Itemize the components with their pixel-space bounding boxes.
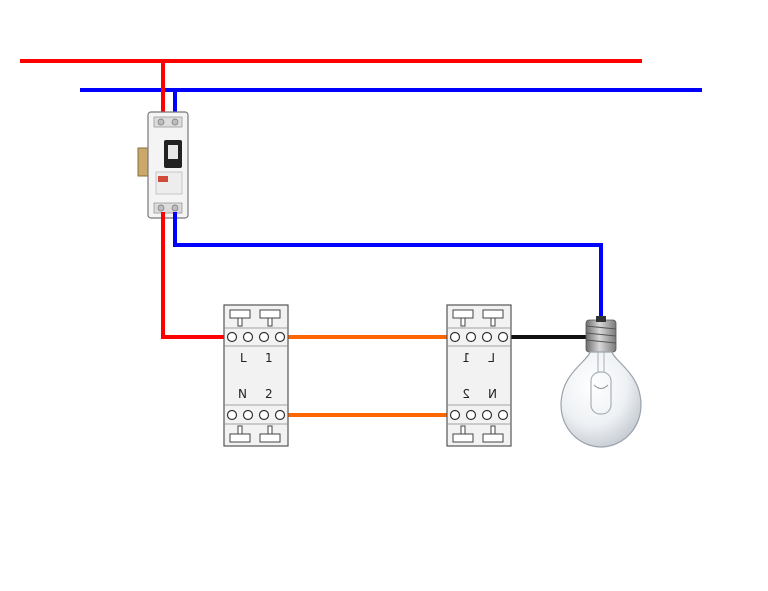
right-switch-label-l: L xyxy=(488,351,495,365)
left-switch-label-l: L xyxy=(240,351,247,365)
circuit-breaker-icon xyxy=(137,111,189,219)
right-switch-label-n: N xyxy=(488,387,497,401)
three-way-switch-icon xyxy=(223,304,289,447)
right-switch-label-2: 2 xyxy=(462,387,470,401)
phase-to-switch-wire xyxy=(161,212,232,339)
three-way-switch-icon xyxy=(446,304,512,447)
right-switch-label-1: 1 xyxy=(462,351,470,365)
left-switch-label-n: N xyxy=(238,387,247,401)
left-switch-label-2: 2 xyxy=(265,387,273,401)
neutral-to-lamp-wire xyxy=(173,212,603,325)
left-switch-label-1: 1 xyxy=(265,351,273,365)
light-bulb-icon xyxy=(560,316,642,448)
